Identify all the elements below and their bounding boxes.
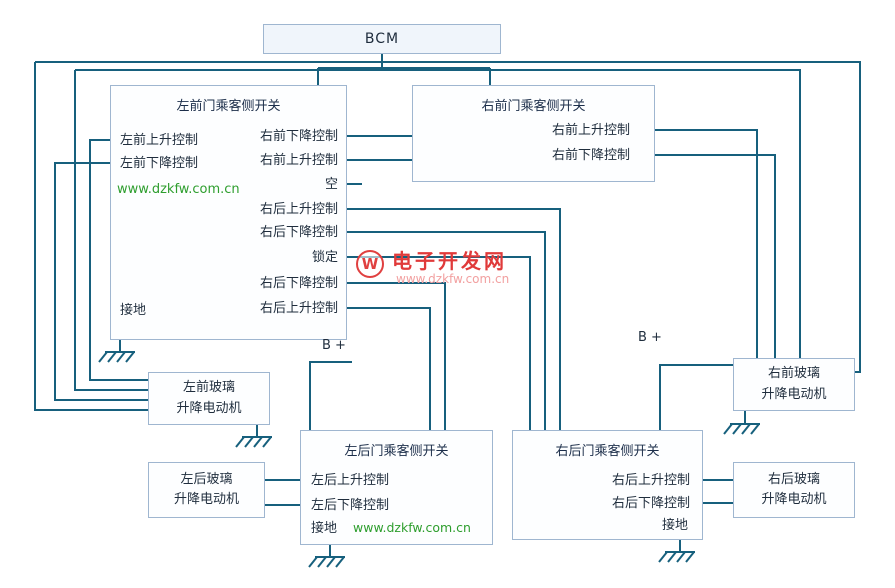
- pin-label: 右前下降控制: [551, 148, 630, 163]
- right-front-switch-box: 右前门乘客侧开关 右前上升控制 右前下降控制: [412, 85, 655, 182]
- motor-label: 右前玻璃: [767, 366, 820, 382]
- wire-path: [54, 162, 148, 401]
- pin-label: 右前上升控制: [551, 123, 630, 138]
- wire-path: [655, 129, 758, 358]
- ground-label: 接地: [311, 521, 338, 536]
- box-title: 左后门乘客侧开关: [344, 444, 449, 459]
- wire-path: [119, 340, 746, 557]
- pin-label: 右后下降控制: [259, 225, 338, 240]
- wire-group: [34, 54, 861, 557]
- left-rear-switch-box: 左后门乘客侧开关 左后上升控制 左后下降控制 接地 www.dzkfw.com.…: [300, 430, 493, 545]
- ground-label: 接地: [661, 518, 688, 533]
- pin-label: 左后上升控制: [311, 473, 390, 488]
- left-front-motor-box: 左前玻璃 升降电动机: [148, 372, 270, 425]
- pin-label: 右后上升控制: [611, 473, 690, 488]
- pin-label: 右后下降控制: [611, 496, 690, 511]
- pin-label: 左后下降控制: [311, 498, 390, 513]
- pin-label: 右后下降控制: [259, 276, 338, 291]
- motor-label: 升降电动机: [173, 492, 239, 507]
- bplus-left-label: B +: [322, 338, 346, 353]
- wire-path: [345, 307, 431, 430]
- wire-path: [659, 364, 733, 430]
- brand-watermark: 电子开发网: [392, 249, 507, 273]
- motor-label: 升降电动机: [176, 400, 242, 416]
- box-title: 右前门乘客侧开关: [481, 99, 586, 114]
- brand-logo-icon: W: [356, 250, 384, 278]
- brand-logo-letter: W: [361, 255, 379, 273]
- box-title: 左前门乘客侧开关: [176, 99, 281, 114]
- watermark-url: www.dzkfw.com.cn: [117, 182, 240, 197]
- watermark-url: www.dzkfw.com.cn: [353, 520, 471, 535]
- wire-path: [655, 154, 776, 358]
- wire-path: [89, 139, 148, 381]
- ground-symbol: [235, 436, 273, 448]
- right-rear-motor-box: 右后玻璃 升降电动机: [733, 462, 855, 518]
- motor-label: 升降电动机: [761, 492, 827, 507]
- motor-label: 右后玻璃: [767, 471, 820, 487]
- wire-path: [345, 282, 446, 430]
- left-front-switch-box: 左前门乘客侧开关 左前上升控制 左前下降控制 www.dzkfw.com.cn …: [110, 85, 347, 340]
- pin-label: 空: [324, 177, 338, 192]
- pin-label: 左前下降控制: [120, 156, 199, 171]
- ground-symbol: [658, 551, 696, 563]
- ground-symbol: [98, 351, 136, 363]
- wire-path: [309, 361, 352, 430]
- box-title: 右后门乘客侧开关: [555, 444, 660, 459]
- right-rear-switch-box: 右后门乘客侧开关 右后上升控制 右后下降控制 接地: [512, 430, 703, 540]
- wire-path: [345, 256, 531, 430]
- wire-path: [345, 208, 561, 430]
- ground-symbol: [723, 423, 761, 435]
- bplus-right-label: B +: [638, 330, 662, 345]
- pin-label: 右前下降控制: [259, 129, 338, 144]
- wire-path: [74, 70, 148, 391]
- wire-path: [345, 231, 546, 430]
- right-front-motor-box: 右前玻璃 升降电动机: [733, 358, 855, 411]
- brand-url-watermark: www.dzkfw.com.cn: [396, 272, 510, 286]
- wire-path: [265, 479, 733, 506]
- motor-label: 左前玻璃: [182, 380, 235, 396]
- ground-symbol: [308, 556, 346, 568]
- pin-label: 锁定: [311, 250, 338, 265]
- pin-label: 右后上升控制: [259, 301, 338, 316]
- wire-path: [34, 62, 148, 411]
- bcm-box: BCM: [263, 24, 501, 54]
- bcm-label: BCM: [364, 31, 400, 47]
- ground-label: 接地: [120, 303, 147, 318]
- left-rear-motor-box: 左后玻璃 升降电动机: [148, 462, 265, 518]
- pin-label: 右前上升控制: [259, 153, 338, 168]
- wire-path: [35, 61, 861, 373]
- pin-label: 左前上升控制: [120, 133, 199, 148]
- motor-label: 升降电动机: [761, 386, 827, 402]
- pin-label: 右后上升控制: [259, 202, 338, 217]
- motor-label: 左后玻璃: [180, 471, 233, 487]
- wire-path: [75, 69, 801, 358]
